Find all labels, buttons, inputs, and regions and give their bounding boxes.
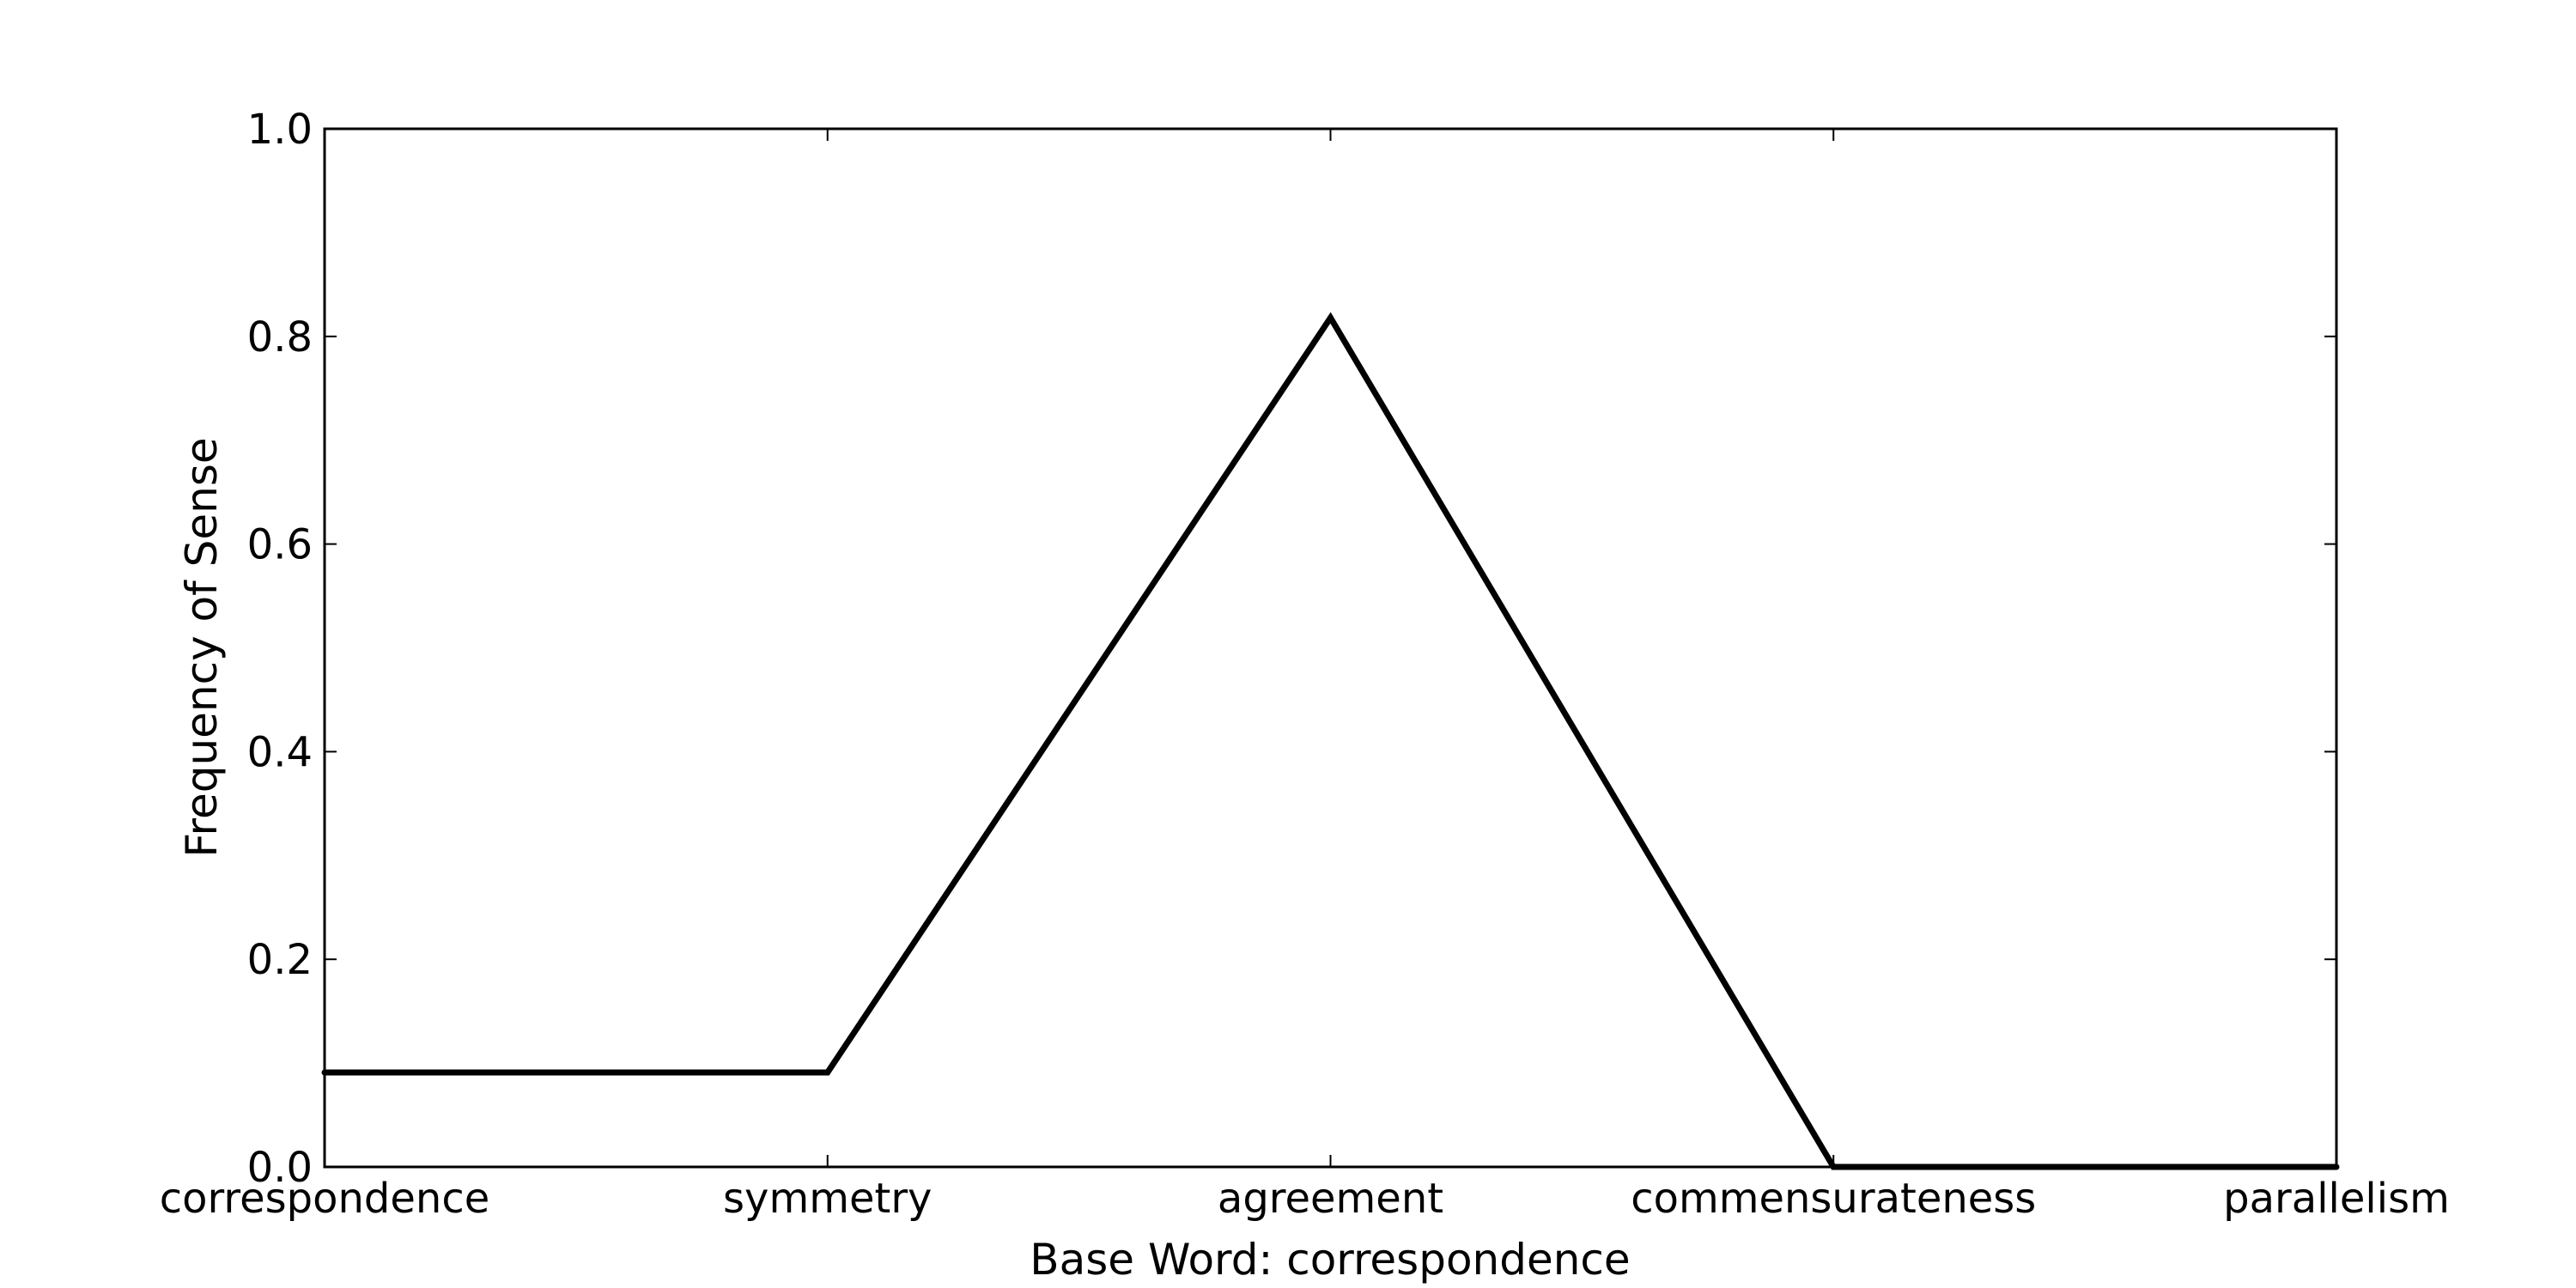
series-line [325,312,2336,1170]
y-tick-label: 0.2 [247,936,313,984]
y-tick-label: 0.4 [247,728,313,776]
x-tick-label: correspondence [160,1175,489,1223]
y-ticks: 0.0 0.2 0.4 0.6 0.8 1.0 [247,106,2336,1192]
y-tick-label: 0.8 [247,313,313,361]
x-tick-label: parallelism [2223,1175,2450,1223]
data-point [321,1069,328,1076]
data-point [824,1069,831,1076]
data-point [2333,1163,2340,1170]
y-tick-label: 0.6 [247,521,313,569]
y-tick-label: 0.0 [247,1144,313,1192]
x-tick-label: commensurateness [1631,1175,2036,1223]
x-tick-label: agreement [1218,1175,1443,1223]
y-axis-label: Frequency of Sense [177,437,227,857]
y-tick-label: 1.0 [247,106,313,154]
x-axis-label: Base Word: correspondence [1030,1235,1630,1285]
data-point [1830,1163,1837,1170]
x-ticks: correspondence symmetry agreement commensur… [160,129,2450,1223]
x-tick-label: symmetry [723,1175,932,1223]
plot-frame [323,127,2338,1169]
data-point [1327,314,1334,321]
series-group [321,312,2340,1170]
